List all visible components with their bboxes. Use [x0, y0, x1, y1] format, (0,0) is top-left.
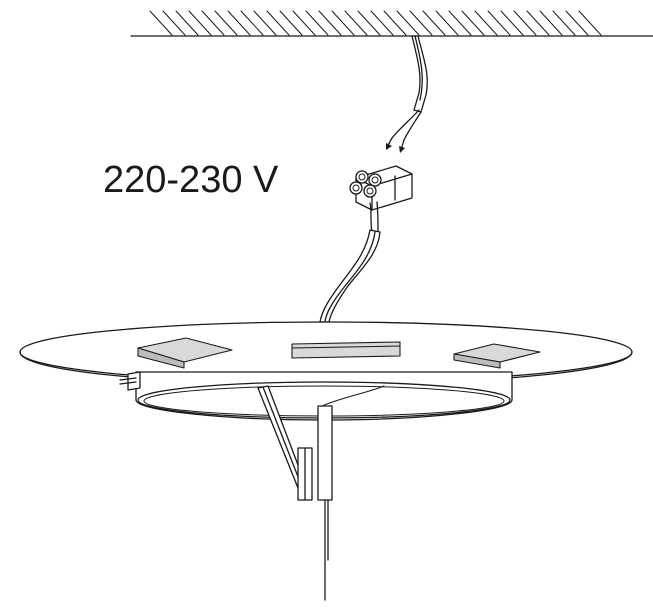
mounting-slot-center-edge: [291, 345, 401, 349]
hatch-line: [513, 10, 537, 36]
hatch-line: [435, 10, 459, 36]
screw-1: [355, 170, 369, 184]
screw-3-inner: [352, 184, 360, 192]
terminal-screws: [349, 170, 382, 198]
hatch-line: [383, 10, 407, 36]
hatch-line: [318, 10, 342, 36]
cable-sheath: [411, 35, 428, 113]
hatch-line: [292, 10, 316, 36]
side-bracket-body: [127, 371, 141, 391]
screw-4: [363, 184, 377, 198]
screw-1-inner: [358, 173, 366, 181]
side-bracket-screw: [119, 377, 137, 381]
lamp-cable-sheath: [319, 229, 381, 323]
ceiling-hatching: [149, 10, 602, 36]
canopy-dome-line: [321, 385, 385, 407]
hatch-line: [266, 10, 290, 36]
support-arm-edge: [262, 386, 303, 488]
hatch-line: [331, 10, 355, 36]
hatch-line: [214, 10, 238, 36]
ceiling: [130, 10, 653, 37]
wire-left-end-arrow: [386, 143, 392, 150]
wire-right-end-arrow: [399, 146, 405, 153]
lamp-canopy: [19, 321, 633, 421]
side-bracket: [119, 371, 141, 391]
screw-4-inner: [366, 187, 374, 195]
hatch-line: [409, 10, 433, 36]
hatch-line: [565, 10, 589, 36]
hatch-line: [240, 10, 264, 36]
lamp-wire-left: [369, 202, 373, 233]
hatch-line: [539, 10, 563, 36]
lamp-cable-seam: [324, 231, 376, 323]
hatch-line: [227, 10, 251, 36]
hatch-line: [175, 10, 199, 36]
hatch-line: [279, 10, 303, 36]
lamp-wire-right: [376, 201, 379, 233]
hatch-line: [253, 10, 277, 36]
hatch-line: [448, 10, 472, 36]
voltage-label: 220-230 V: [103, 159, 279, 201]
mounting-slot-center: [291, 341, 401, 359]
hatch-line: [396, 10, 420, 36]
hatch-line: [357, 10, 381, 36]
screw-2-inner: [371, 176, 379, 184]
hatch-line: [370, 10, 394, 36]
mounting-slot-right-side: [453, 353, 501, 369]
screw-2: [368, 173, 382, 187]
hatch-line: [162, 10, 186, 36]
cable-seam: [414, 35, 423, 101]
hatch-line: [578, 10, 602, 36]
hatch-line: [487, 10, 511, 36]
suspension: [257, 385, 333, 601]
hatch-line: [474, 10, 498, 36]
lamp-cable: [319, 201, 381, 323]
hatch-line: [500, 10, 524, 36]
lamp-rod: [317, 405, 333, 501]
hatch-line: [201, 10, 225, 36]
hatch-line: [526, 10, 550, 36]
terminal-block: [349, 165, 413, 211]
wire-right: [403, 111, 422, 141]
side-bracket-screw2: [119, 381, 137, 385]
hatch-line: [344, 10, 368, 36]
hatch-line: [552, 10, 576, 36]
supply-cable: [386, 35, 428, 153]
wire-left: [391, 109, 420, 139]
hatch-line: [188, 10, 212, 36]
hatch-line: [305, 10, 329, 36]
mounting-slot-left-side: [137, 347, 185, 369]
screw-3: [349, 181, 363, 195]
hatch-line: [422, 10, 446, 36]
hatch-line: [149, 10, 173, 36]
hatch-line: [461, 10, 485, 36]
